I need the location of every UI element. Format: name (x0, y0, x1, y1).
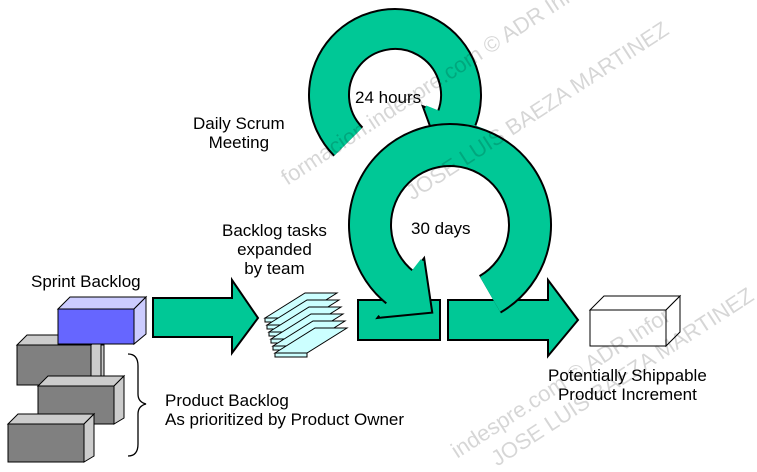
arrow-to-tasks (152, 276, 260, 357)
backlog-box (36, 374, 126, 425)
task-card (273, 327, 349, 358)
product-backlog-stack (6, 333, 126, 463)
sprint-backlog-box (56, 295, 148, 346)
sprint-backlog-label: Sprint Backlog (31, 272, 141, 291)
days-label: 30 days (411, 219, 471, 238)
backlog-tasks-stack (263, 292, 349, 358)
backlog-box (6, 412, 96, 463)
brace (127, 353, 147, 457)
product-increment-box (588, 294, 682, 348)
hours-label: 24 hours (355, 88, 422, 107)
scrum-loops (308, 8, 580, 359)
sprint-loop (348, 123, 552, 320)
arrow-to-increment (447, 277, 580, 359)
